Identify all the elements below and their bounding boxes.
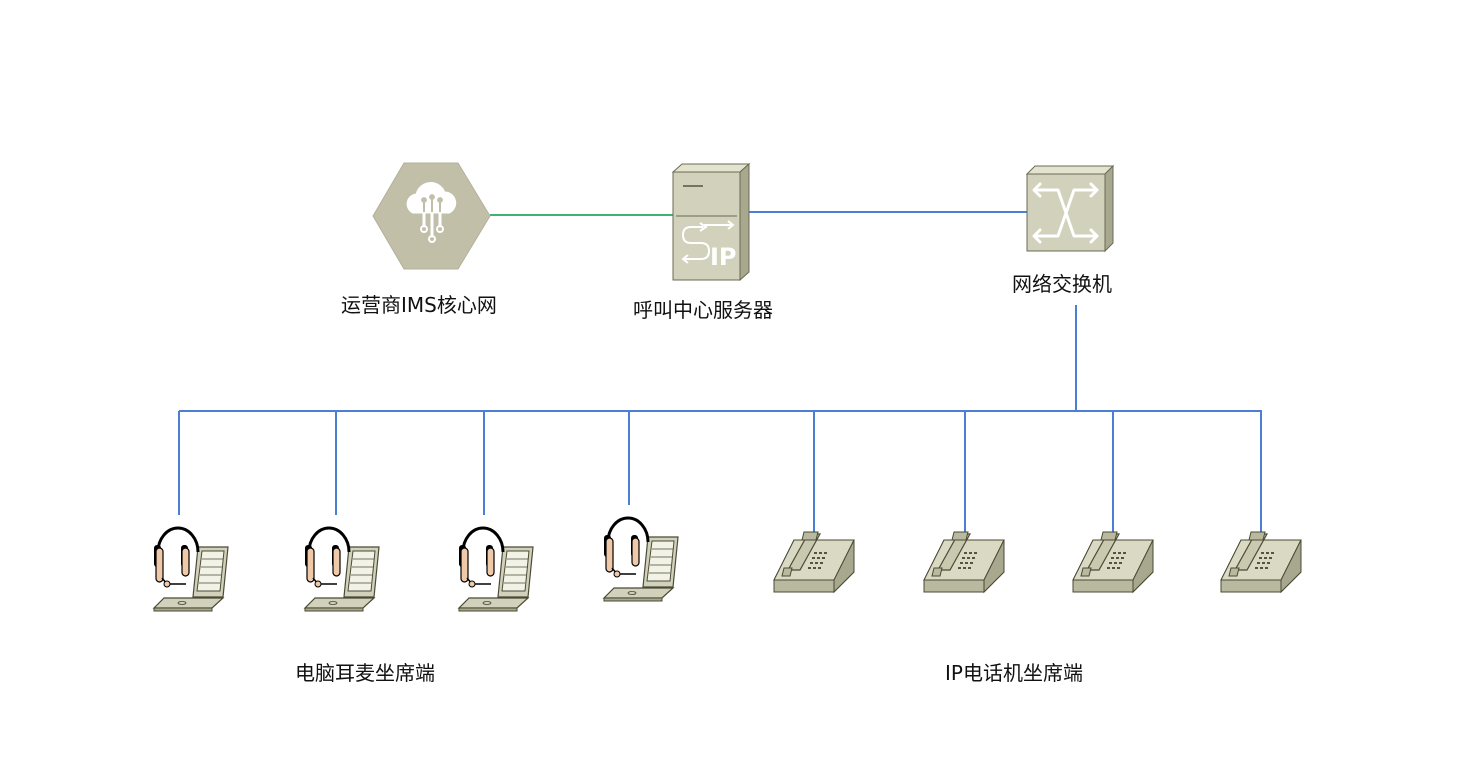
network-switch-label: 网络交换机: [1012, 272, 1112, 296]
desk-phone-icon: [1072, 531, 1154, 594]
server-ip-badge: IP: [710, 243, 737, 271]
ip-phone-agents: [773, 531, 1302, 594]
laptop-headset-icon: [602, 516, 679, 602]
ip-phone-agents-label: IP电话机坐席端: [945, 661, 1083, 685]
desk-phone-icon: [923, 531, 1005, 594]
connection-lines: [178, 211, 1262, 532]
pc-headset-agents-label: 电脑耳麦坐席端: [295, 661, 435, 685]
laptop-headset-icon: [303, 526, 380, 612]
call-center-server-label: 呼叫中心服务器: [633, 298, 773, 322]
desk-phone-icon: [773, 531, 855, 594]
laptop-headset-icon: [152, 526, 229, 612]
pc-headset-agents: [152, 516, 679, 612]
network-switch-icon: [1025, 164, 1115, 253]
laptop-headset-icon: [457, 526, 534, 612]
cloud-network-hexagon-icon: [372, 162, 491, 270]
desk-phone-icon: [1220, 531, 1302, 594]
sip-server-icon: IP: [671, 162, 751, 282]
ims-core-label: 运营商IMS核心网: [341, 293, 497, 317]
